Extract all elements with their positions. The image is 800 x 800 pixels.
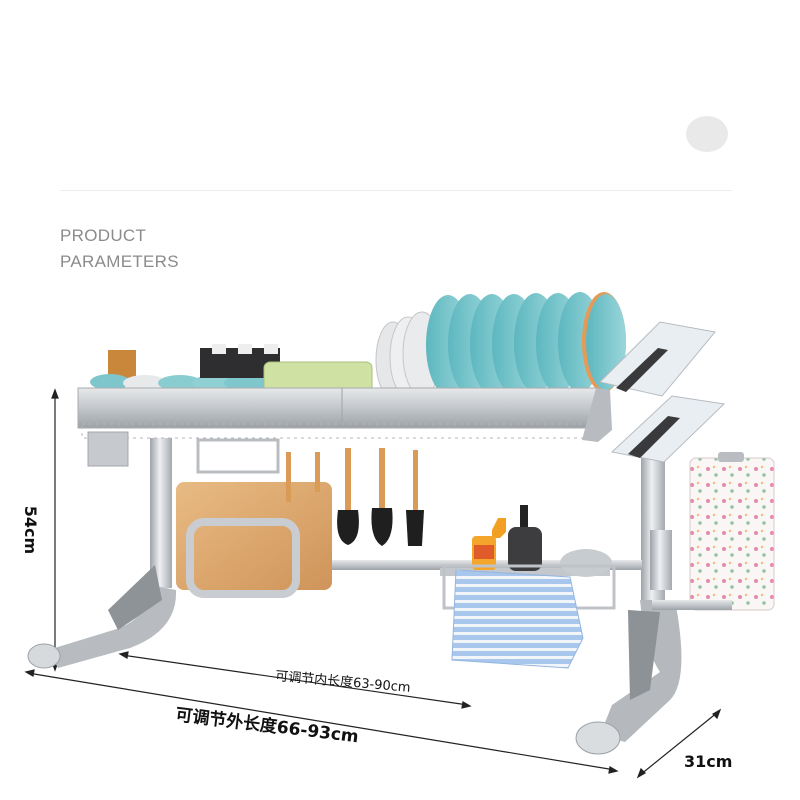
divider: [60, 190, 732, 191]
height-label: 54cm: [21, 506, 40, 554]
cutting-board: [176, 482, 332, 598]
dish-towel: [451, 569, 584, 669]
inner-length-label: 可调节内长度63-90cm: [275, 668, 411, 696]
knife-holder: [599, 321, 726, 463]
rack-frame: [27, 438, 682, 755]
paper-towel-roll: [652, 452, 775, 611]
decorative-circle: [686, 116, 728, 152]
depth-label: 31cm: [684, 752, 732, 771]
hanging-utensils: [286, 448, 424, 546]
sponge-basket: [442, 505, 616, 610]
top-shelf: [77, 387, 612, 474]
dish-plates: [375, 292, 626, 399]
heading-line-2: PARAMETERS: [60, 252, 179, 271]
heading-line-1: PRODUCT: [60, 226, 147, 245]
outer-length-label: 可调节外长度66-93cm: [174, 704, 359, 747]
